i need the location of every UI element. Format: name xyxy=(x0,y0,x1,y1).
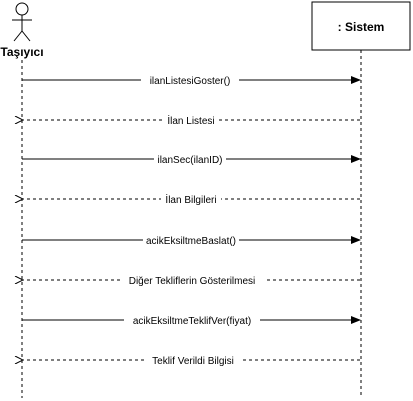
message-return: Diğer Tekliflerin Gösterilmesi xyxy=(23,274,360,287)
message-label: Teklif Verildi Bilgisi xyxy=(152,356,234,367)
message-label: acikEksiltmeBaslat() xyxy=(146,236,236,247)
actor-name: Taşıyıcı xyxy=(0,45,43,59)
message-label: İlan Listesi xyxy=(167,114,214,127)
system-object-name: : Sistem xyxy=(338,20,385,34)
message-call: acikEksiltmeBaslat() xyxy=(22,234,361,247)
message-label: ilanSec(ilanID) xyxy=(157,155,222,166)
message-label: Diğer Tekliflerin Gösterilmesi xyxy=(129,276,256,287)
message-label: ilanListesiGoster() xyxy=(150,76,231,87)
actor-stick-figure-icon xyxy=(12,2,32,42)
message-call: acikEksiltmeTeklifVer(fiyat) xyxy=(22,314,361,327)
message-label: İlan Bilgileri xyxy=(165,193,216,206)
message-label: acikEksiltmeTeklifVer(fiyat) xyxy=(133,316,251,327)
message-return: İlan Listesi xyxy=(23,114,360,127)
message-return: İlan Bilgileri xyxy=(23,193,360,206)
system-object-box xyxy=(311,1,411,51)
message-return: Teklif Verildi Bilgisi xyxy=(23,354,360,367)
message-call: ilanSec(ilanID) xyxy=(22,153,361,166)
message-call: ilanListesiGoster() xyxy=(22,74,361,87)
